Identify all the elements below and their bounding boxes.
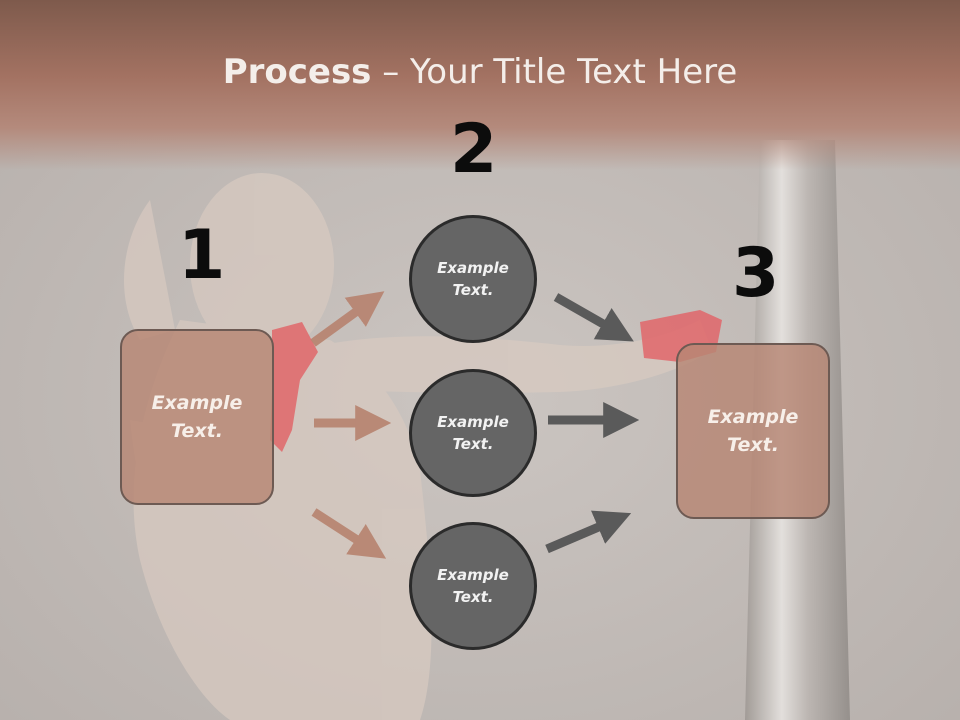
title-rest: – Your Title Text Here [371, 52, 738, 92]
step-number-2: 2 [450, 110, 498, 189]
circle-middle: Example Text. [409, 369, 537, 497]
slide-title: Process – Your Title Text Here [0, 52, 960, 92]
right-box-line2: Text. [727, 434, 779, 456]
arrow-left-bottom [311, 508, 387, 559]
circle-top: Example Text. [409, 215, 537, 343]
circle-middle-line2: Text. [452, 435, 494, 453]
arrow-right-bottom [545, 510, 632, 554]
left-box-line2: Text. [171, 420, 223, 442]
circle-bottom: Example Text. [409, 522, 537, 650]
circle-bottom-line1: Example [437, 565, 509, 584]
left-box: Example Text. [120, 329, 274, 505]
title-bold: Process [222, 52, 372, 92]
circle-top-line2: Text. [452, 281, 494, 299]
step-number-3: 3 [732, 234, 780, 313]
right-box-line1: Example [707, 405, 799, 428]
circle-bottom-line2: Text. [452, 588, 494, 606]
arrow-right-top [553, 293, 634, 342]
right-box: Example Text. [676, 343, 830, 519]
circle-top-line1: Example [437, 258, 509, 277]
arrow-left-top [310, 291, 385, 347]
step-number-1: 1 [178, 216, 226, 295]
circle-middle-line1: Example [437, 412, 509, 431]
title-band [0, 0, 960, 170]
left-box-line1: Example [151, 391, 243, 414]
